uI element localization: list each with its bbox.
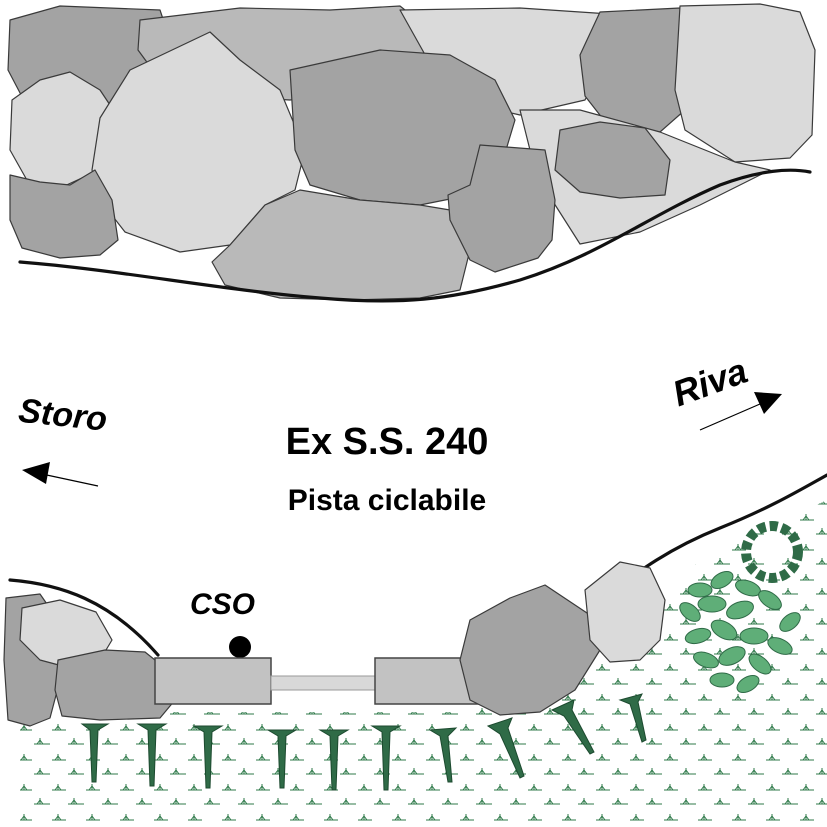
- grass-pattern: [20, 500, 827, 827]
- left-barrier-block: [154, 657, 272, 705]
- cso-label: CSO: [190, 588, 255, 621]
- left-arrow-icon: [22, 462, 99, 487]
- monitoring-point-icon: [229, 636, 251, 658]
- right-arrow-icon: [699, 392, 782, 431]
- road-name-label: Ex S.S. 240: [286, 421, 489, 463]
- right-rock-pile: [459, 561, 666, 716]
- upper-rock-wall: [7, 3, 816, 301]
- road-barriers: [154, 657, 486, 705]
- right-direction-label: Riva: [667, 350, 752, 415]
- upper-wall-base-line: [18, 168, 812, 303]
- road-use-label: Pista ciclabile: [288, 484, 486, 517]
- guard-rail: [270, 675, 376, 691]
- left-rock-pile: [3, 593, 176, 727]
- anchor-spikes: [80, 693, 647, 791]
- left-slope-line: [8, 578, 160, 657]
- left-direction-label: Storo: [17, 392, 109, 439]
- shrub-icon: [679, 521, 803, 694]
